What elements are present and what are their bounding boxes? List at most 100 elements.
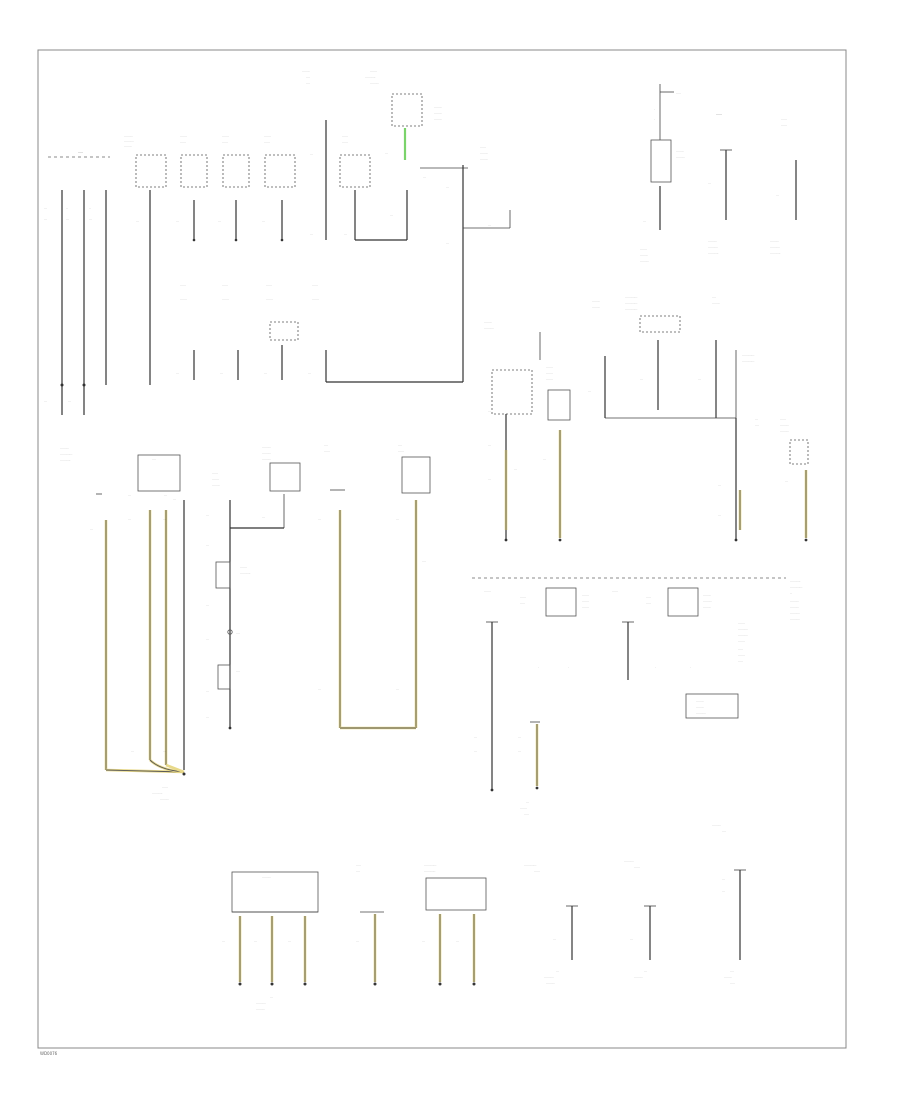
svg-text:·······: ·······: [180, 134, 187, 138]
svg-text:·····: ·····: [356, 863, 361, 867]
svg-text:······: ······: [781, 117, 787, 121]
svg-text:···: ···: [262, 219, 265, 223]
svg-text:·····: ·····: [524, 812, 529, 816]
svg-text:·······: ·······: [546, 377, 553, 381]
svg-text:····: ····: [236, 669, 240, 673]
svg-text:········: ········: [640, 253, 648, 257]
middle-right-section: ·························· ·············…: [472, 577, 802, 816]
svg-text:···: ···: [526, 800, 529, 804]
svg-text:···········: ···········: [770, 251, 781, 255]
svg-text:···: ···: [640, 377, 643, 381]
svg-text:··········: ··········: [790, 611, 800, 615]
svg-text:···: ···: [698, 377, 701, 381]
svg-text:···········: ···········: [708, 251, 719, 255]
svg-text:···: ···: [254, 939, 257, 943]
svg-text:······: ······: [212, 471, 218, 475]
svg-text:···········: ···········: [152, 791, 163, 795]
svg-text:·············: ·············: [790, 585, 802, 589]
svg-text:··: ··: [89, 206, 91, 210]
svg-text:··········: ··········: [256, 1001, 266, 1005]
svg-text:·····: ·····: [78, 151, 83, 155]
svg-text:········: ········: [480, 151, 488, 155]
top-left-section: ····· ······· ········· ······ ·········…: [44, 69, 511, 415]
svg-text:····: ····: [236, 631, 240, 635]
svg-text:···: ···: [90, 527, 93, 531]
svg-text:···: ···: [446, 185, 449, 189]
svg-text:·········: ·········: [780, 423, 789, 427]
svg-text:·········: ·········: [640, 259, 649, 263]
svg-text:···: ···: [518, 749, 521, 753]
svg-text:·······: ·······: [546, 365, 553, 369]
svg-text:·······: ·······: [582, 593, 589, 597]
svg-text:·············: ·············: [625, 301, 637, 305]
svg-text:····: ····: [730, 969, 734, 973]
svg-text:····: ····: [306, 75, 310, 79]
svg-text:······: ······: [480, 145, 486, 149]
middle-left-section: ································· ··· ··…: [60, 443, 431, 801]
diagram-frame: [37, 49, 847, 1049]
svg-text:······: ······: [612, 589, 618, 593]
svg-text:···: ···: [44, 206, 47, 210]
svg-text:···········: ···········: [790, 579, 801, 583]
svg-text:···: ···: [66, 217, 69, 221]
svg-text:·········: ·········: [370, 81, 379, 85]
svg-text:······: ······: [781, 123, 787, 127]
svg-text:··········: ··········: [124, 139, 134, 143]
svg-text:·········: ·········: [712, 823, 721, 827]
svg-text:········: ········: [480, 157, 488, 161]
svg-text:······: ······: [222, 140, 228, 144]
svg-text:·······: ·······: [240, 565, 247, 569]
svg-text:·········: ·········: [770, 239, 779, 243]
svg-text:·: ·: [568, 665, 569, 669]
svg-text:···: ···: [262, 515, 265, 519]
svg-text:·············: ·············: [742, 359, 754, 363]
svg-text:···: ···: [356, 939, 359, 943]
svg-text:···: ···: [173, 497, 176, 501]
svg-text:·············: ·············: [625, 295, 637, 299]
svg-text:······: ······: [520, 595, 526, 599]
svg-text:···: ···: [44, 217, 47, 221]
svg-text:·······: ·······: [312, 297, 319, 301]
svg-text:····: ····: [398, 443, 402, 447]
svg-text:·············: ·············: [524, 863, 536, 867]
svg-text:······: ······: [342, 140, 348, 144]
figure-code: WD0076: [40, 1051, 58, 1056]
svg-text:····: ····: [324, 443, 328, 447]
svg-text:·······: ·······: [738, 653, 745, 657]
svg-text:···: ···: [206, 637, 209, 641]
svg-text:·······: ·······: [370, 69, 377, 73]
svg-text:·············: ·············: [625, 307, 637, 311]
svg-text:········: ········: [434, 105, 442, 109]
svg-text:·······: ·······: [222, 297, 229, 301]
svg-text:·······: ·······: [640, 247, 647, 251]
svg-text:··········: ··········: [790, 617, 800, 621]
svg-text:·········: ·········: [124, 134, 133, 138]
svg-text:······: ······: [780, 417, 786, 421]
svg-text:·: ·: [654, 107, 655, 111]
svg-text:···: ···: [553, 937, 556, 941]
row1-components: ····················· ··················…: [176, 134, 296, 242]
svg-text:····: ····: [712, 295, 716, 299]
svg-text:·······: ·······: [484, 589, 491, 593]
svg-text:··········: ··········: [738, 627, 748, 631]
svg-text:······: ······: [180, 283, 186, 287]
svg-text:·············: ·············: [742, 353, 754, 357]
svg-text:········: ········: [724, 975, 732, 979]
svg-text:···: ···: [206, 603, 209, 607]
svg-text:·······: ·······: [264, 134, 271, 138]
svg-text:·········: ·········: [262, 457, 271, 461]
svg-text:···: ···: [176, 371, 179, 375]
svg-text:······: ······: [266, 283, 272, 287]
svg-text:···: ···: [318, 687, 321, 691]
svg-text:·········: ·········: [780, 429, 789, 433]
svg-text:·······: ·······: [582, 605, 589, 609]
svg-text:···: ···: [474, 749, 477, 753]
svg-text:········: ········: [484, 320, 492, 324]
svg-text:··········: ··········: [708, 245, 718, 249]
svg-text:·········: ·········: [790, 599, 799, 603]
svg-text:···: ···: [708, 181, 711, 185]
svg-text:··········: ··········: [544, 975, 554, 979]
svg-text:·········: ·········: [676, 155, 685, 159]
svg-text:········: ········: [703, 593, 711, 597]
svg-text:···: ···: [136, 219, 139, 223]
